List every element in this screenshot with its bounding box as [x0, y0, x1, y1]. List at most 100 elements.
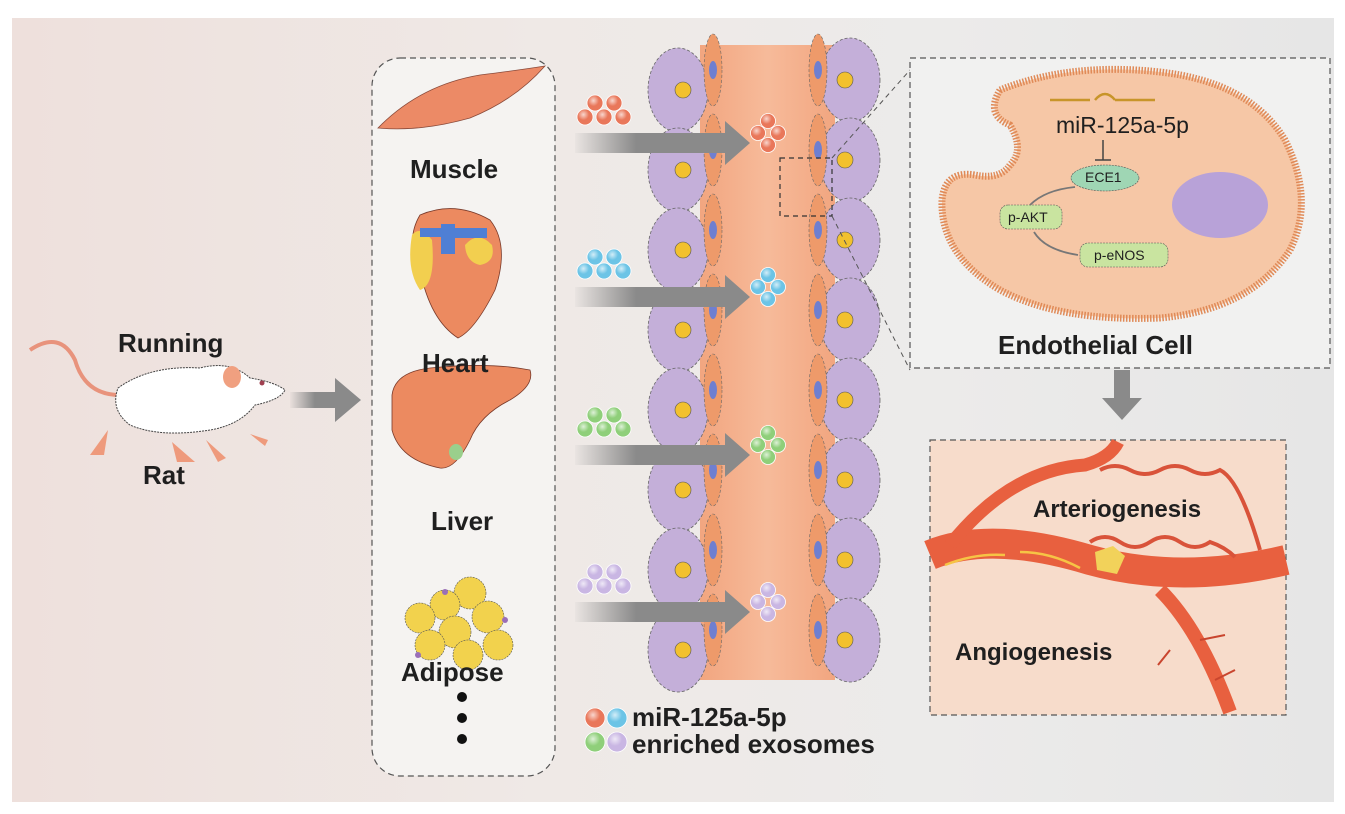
exosome-highlight [596, 263, 612, 279]
exosome-highlight [596, 421, 612, 437]
endothelial-nucleus [709, 381, 717, 399]
exosome-highlight [587, 564, 603, 580]
cell-nucleus [674, 241, 692, 259]
endothelial-nucleus [709, 621, 717, 639]
more-organs-dots [457, 692, 467, 744]
exosome-highlight [577, 421, 593, 437]
exosome-highlight [750, 437, 766, 453]
organ-label-liver: Liver [431, 506, 494, 536]
zoom-box [779, 157, 833, 217]
exosome-highlight [577, 263, 593, 279]
endothelial-nucleus [814, 141, 822, 159]
organ-label-muscle: Muscle [410, 154, 499, 184]
exosome-highlight [587, 95, 603, 111]
cell-nucleus [674, 481, 692, 499]
cell-nucleus [674, 561, 692, 579]
cell-nucleus [674, 161, 692, 179]
exosome-highlight [577, 109, 593, 125]
legend-swatch-highlight [607, 732, 627, 752]
endothelial-nucleus [814, 381, 822, 399]
cell-nucleus [836, 471, 854, 489]
cell-nucleus [674, 321, 692, 339]
exosome-highlight [606, 407, 622, 423]
vessel-illustration [924, 438, 1290, 715]
exosome-highlight [596, 109, 612, 125]
angiogenesis-label: Angiogenesis [955, 639, 1113, 666]
legend-swatch-highlight [585, 732, 605, 752]
exosome-highlight [760, 267, 776, 283]
exosome-highlight [770, 594, 786, 610]
legend-swatch-highlight [585, 708, 605, 728]
rat-label: Rat [143, 460, 185, 490]
endothelial-nucleus [709, 541, 717, 559]
ece1-label: ECE1 [1085, 169, 1122, 185]
liver-icon [391, 365, 532, 469]
endothelial-nucleus [814, 621, 822, 639]
endothelial-nucleus [814, 221, 822, 239]
exosome-highlight [760, 137, 776, 153]
exosome-highlight [606, 249, 622, 265]
rat-illustration [28, 340, 286, 462]
cell-nucleus [836, 551, 854, 569]
cell-nucleus [836, 311, 854, 329]
exosome-transport-arrow [575, 433, 750, 477]
exosome-highlight [750, 594, 766, 610]
heart-icon [410, 208, 502, 339]
exosome-highlight [587, 249, 603, 265]
legend-line-1: miR-125a-5p [632, 702, 787, 732]
cell-nucleus [836, 71, 854, 89]
exosome-highlight [587, 407, 603, 423]
exosome-highlight [750, 125, 766, 141]
arrow-rat-to-organs [290, 378, 361, 422]
endothelial-nucleus [709, 461, 717, 479]
exosome-highlight [760, 425, 776, 441]
exosome-highlight [760, 291, 776, 307]
pakt-label: p-AKT [1008, 209, 1048, 225]
cell-nucleus [836, 231, 854, 249]
endothelial-nucleus [709, 221, 717, 239]
exosome-highlight [760, 582, 776, 598]
running-label: Running [118, 328, 224, 358]
cell-nucleus [674, 641, 692, 659]
muscle-icon [377, 65, 547, 130]
cell-nucleus [674, 401, 692, 419]
cell-nucleus [836, 391, 854, 409]
legend-swatches [584, 707, 628, 753]
endothelial-cell-illustration [938, 65, 1305, 322]
cell-nucleus [836, 631, 854, 649]
exosome-highlight [770, 437, 786, 453]
exosome-highlight [606, 564, 622, 580]
organ-label-adipose: Adipose [401, 657, 504, 687]
exosome-highlight [750, 279, 766, 295]
exosome-highlight [760, 606, 776, 622]
exosome-transport-arrow [575, 121, 750, 165]
exosome-highlight [596, 578, 612, 594]
mirna-label: miR-125a-5p [1056, 112, 1189, 138]
exosome-highlight [615, 578, 631, 594]
endothelial-nucleus [814, 461, 822, 479]
legend-line-2: enriched exosomes [632, 729, 875, 759]
cell-nucleus [674, 81, 692, 99]
legend-swatch-highlight [607, 708, 627, 728]
endothelial-nucleus [814, 61, 822, 79]
adipose-icon [404, 576, 514, 671]
penos-label: p-eNOS [1094, 247, 1145, 263]
exosome-highlight [577, 578, 593, 594]
exosome-highlight [606, 95, 622, 111]
arrow-cell-to-outcomes [1102, 370, 1142, 420]
cell-nucleus [836, 151, 854, 169]
exosome-highlight [770, 125, 786, 141]
endothelial-cell-title: Endothelial Cell [998, 330, 1194, 360]
exosome-highlight [615, 263, 631, 279]
organ-label-heart: Heart [422, 348, 489, 378]
exosome-highlight [615, 421, 631, 437]
exosome-highlight [760, 113, 776, 129]
exosome-highlight [760, 449, 776, 465]
endothelial-nucleus [814, 541, 822, 559]
exosome-highlight [770, 279, 786, 295]
endothelial-nucleus [814, 301, 822, 319]
endothelial-nucleus [709, 61, 717, 79]
exosome-transport-arrow [575, 275, 750, 319]
